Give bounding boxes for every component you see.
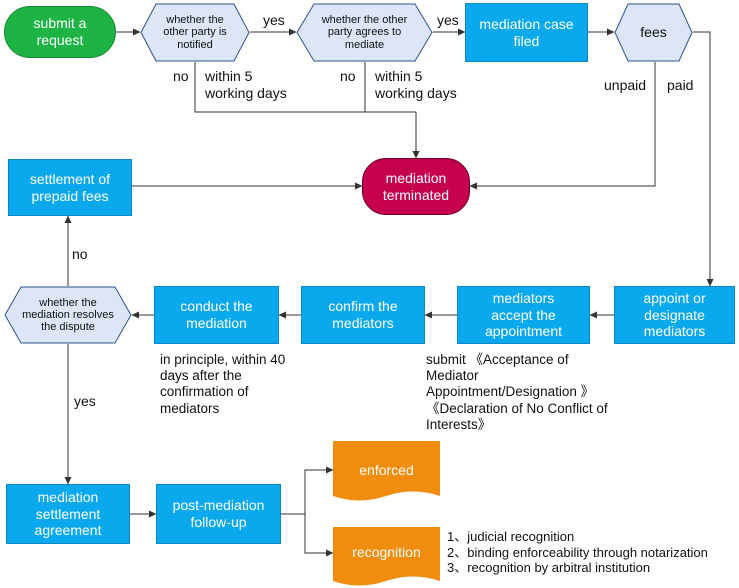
submit-documents-note: submit 《Acceptance of Mediator Appointme… [426,352,608,432]
no-label-agrees: no [340,68,356,84]
connector-fees-paid [693,31,714,287]
yes-label-agrees: yes [437,12,459,28]
mediation-terminated-label: mediation terminated [382,169,450,203]
yes-label-notified: yes [263,12,285,28]
decision-hexagon-shape [140,3,250,62]
decision-hexagon-shape [296,3,433,62]
enforced-node: enforced [333,441,440,504]
within-label-notified: within 5 working days [205,68,287,101]
decision-hexagon-shape [614,3,693,62]
settlement-prepaid-fees-label: settlement of prepaid fees [29,170,111,204]
document-shape [333,527,440,586]
connector-followup-recognition [304,514,334,557]
document-shape [333,441,440,501]
recognition-label: recognition [352,544,421,560]
recognition-method-item: 3、recognition by arbitral institution [447,560,651,576]
conduct-mediation-label: conduct the mediation [180,298,253,331]
settlement-agreement-label: mediation settlement agreement [34,488,102,539]
confirm-mediators-node: confirm the mediators [301,286,425,344]
submit-request-label: submit a request [33,15,87,48]
party-agrees-decision: whether the other party agrees to mediat… [296,3,433,62]
yes-label-resolves: yes [74,393,96,409]
party-notified-label: whether the other party is notified [163,14,227,51]
post-mediation-label: post-mediation follow-up [172,497,265,530]
mediation-deadline-note: in principle, within 40 days after the c… [160,352,286,416]
appoint-mediators-label: appoint or designate mediators [643,289,706,340]
mediation-terminated-node: mediation terminated [362,158,470,215]
post-mediation-node: post-mediation follow-up [156,484,281,544]
resolves-dispute-decision: whether the mediation resolves the dispu… [4,286,132,344]
within-label-agrees: within 5 working days [375,68,457,101]
mediators-accept-node: mediators accept the appointment [457,286,590,344]
decision-hexagon-shape [4,286,132,344]
confirm-mediators-label: confirm the mediators [328,298,398,331]
connector-followup-branch [281,466,334,515]
case-filed-node: mediation case filed [465,3,588,62]
case-filed-label: mediation case filed [479,15,574,49]
fees-decision: fees [614,3,693,62]
enforced-label: enforced [359,462,414,478]
recognition-methods-list: 1、judicial recognition 2、binding enforce… [447,529,737,576]
submit-request-node: submit a request [4,6,116,58]
settlement-prepaid-fees-node: settlement of prepaid fees [8,159,132,216]
mediators-accept-label: mediators accept the appointment [484,289,563,340]
party-notified-decision: whether the other party is notified [140,3,250,62]
party-agrees-label: whether the other party agrees to mediat… [321,14,408,51]
connector-fees-unpaid [469,62,656,190]
recognition-node: recognition [333,527,440,588]
recognition-method-item: 2、binding enforceability through notariz… [447,544,708,560]
settlement-agreement-node: mediation settlement agreement [6,484,130,544]
resolves-dispute-label: whether the mediation resolves the dispu… [22,296,114,334]
no-label-notified: no [173,68,189,84]
recognition-method-item: 1、judicial recognition [447,529,575,544]
conduct-mediation-node: conduct the mediation [154,286,279,344]
appoint-mediators-node: appoint or designate mediators [614,286,735,344]
fees-label: fees [640,23,667,40]
no-label-resolves: no [72,246,88,262]
paid-label: paid [667,77,694,93]
connector-notified-no [194,62,416,113]
unpaid-label: unpaid [604,77,647,93]
